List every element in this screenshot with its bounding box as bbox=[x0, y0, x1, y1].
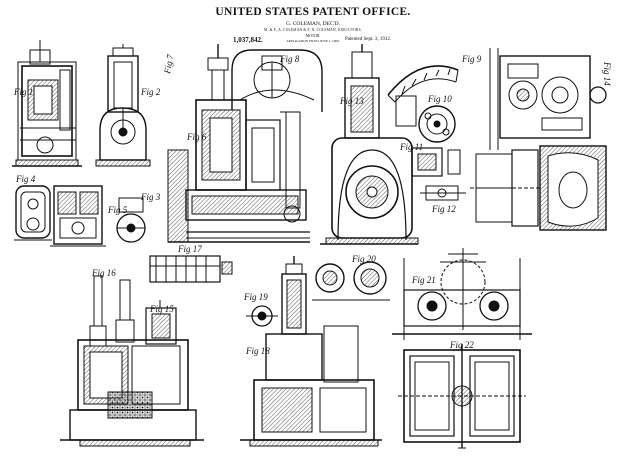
fig-11-label: Fig 11 bbox=[399, 142, 423, 152]
figure-2-drawing bbox=[95, 44, 151, 167]
fig-8-label: Fig 8 bbox=[279, 54, 300, 64]
fig-4-label: Fig 4 bbox=[15, 174, 36, 184]
figure-11-drawing bbox=[411, 147, 461, 177]
figure-18-drawing bbox=[240, 256, 382, 447]
figure-13-casing bbox=[470, 145, 607, 231]
subject-line: MOTOR. bbox=[305, 34, 321, 38]
fig-2-label: Fig 2 bbox=[140, 87, 161, 97]
figure-10-drawing bbox=[395, 95, 456, 143]
application-line: APPLICATION FILED JUNE 1, 1909. bbox=[286, 39, 340, 43]
figure-3-disc bbox=[116, 197, 146, 243]
figure-3-drawing bbox=[50, 185, 106, 247]
figure-21-drawing bbox=[392, 248, 532, 340]
figure-6-drawing bbox=[167, 44, 310, 243]
fig-15-label: Fig 15 bbox=[149, 304, 174, 314]
fig-21-label: Fig 21 bbox=[411, 275, 436, 285]
figure-8-drawing bbox=[231, 49, 323, 112]
figure-20-drawing bbox=[312, 261, 390, 301]
fig-3-label: Fig 3 bbox=[140, 192, 161, 202]
fig-22-label: Fig 22 bbox=[449, 340, 474, 350]
fig-7-label: Fig 7 bbox=[162, 53, 175, 75]
fig-19-label: Fig 19 bbox=[243, 292, 268, 302]
fig-20-label: Fig 20 bbox=[351, 254, 376, 264]
figure-17-drawing bbox=[149, 255, 233, 283]
figure-4-drawing bbox=[14, 185, 52, 241]
fig-16-label: Fig 16 bbox=[91, 268, 116, 278]
figure-13-drawing bbox=[320, 44, 419, 245]
fig-18-label: Fig 18 bbox=[245, 346, 270, 356]
fig-6-label: Fig 6 bbox=[186, 132, 207, 142]
fig-9-label: Fig 9 bbox=[461, 54, 482, 64]
assignors-line: M. & E. A. COLEMAN & F. N. COLEMAN, EXEC… bbox=[264, 28, 362, 32]
figure-12-drawing bbox=[420, 185, 466, 201]
figure-9-drawing bbox=[387, 65, 459, 103]
fig-5-label: Fig 5 bbox=[107, 205, 128, 215]
figure-19-drawing bbox=[246, 305, 278, 327]
figure-22-drawing bbox=[398, 344, 526, 449]
figure-16-drawing bbox=[60, 275, 204, 447]
fig-1-label: Fig 1 bbox=[13, 87, 33, 97]
patent-number: 1,037,842. bbox=[233, 36, 263, 44]
fig-17-label: Fig 17 bbox=[177, 244, 202, 254]
fig-10-label: Fig 10 bbox=[427, 94, 452, 104]
fig-13-label: Fig 13 bbox=[339, 96, 364, 106]
fig-12-label: Fig 12 bbox=[431, 204, 456, 214]
patent-date: Patented Sept. 3, 1912. bbox=[345, 37, 392, 42]
figure-15-drawing bbox=[145, 300, 177, 345]
inventor-line: G. COLEMAN, DEC'D. bbox=[285, 21, 340, 27]
figure-14-drawing bbox=[489, 48, 607, 150]
office-title: UNITED STATES PATENT OFFICE. bbox=[215, 6, 411, 18]
figure-1-drawing bbox=[12, 40, 82, 167]
fig-14-label: Fig 14 bbox=[602, 61, 612, 86]
